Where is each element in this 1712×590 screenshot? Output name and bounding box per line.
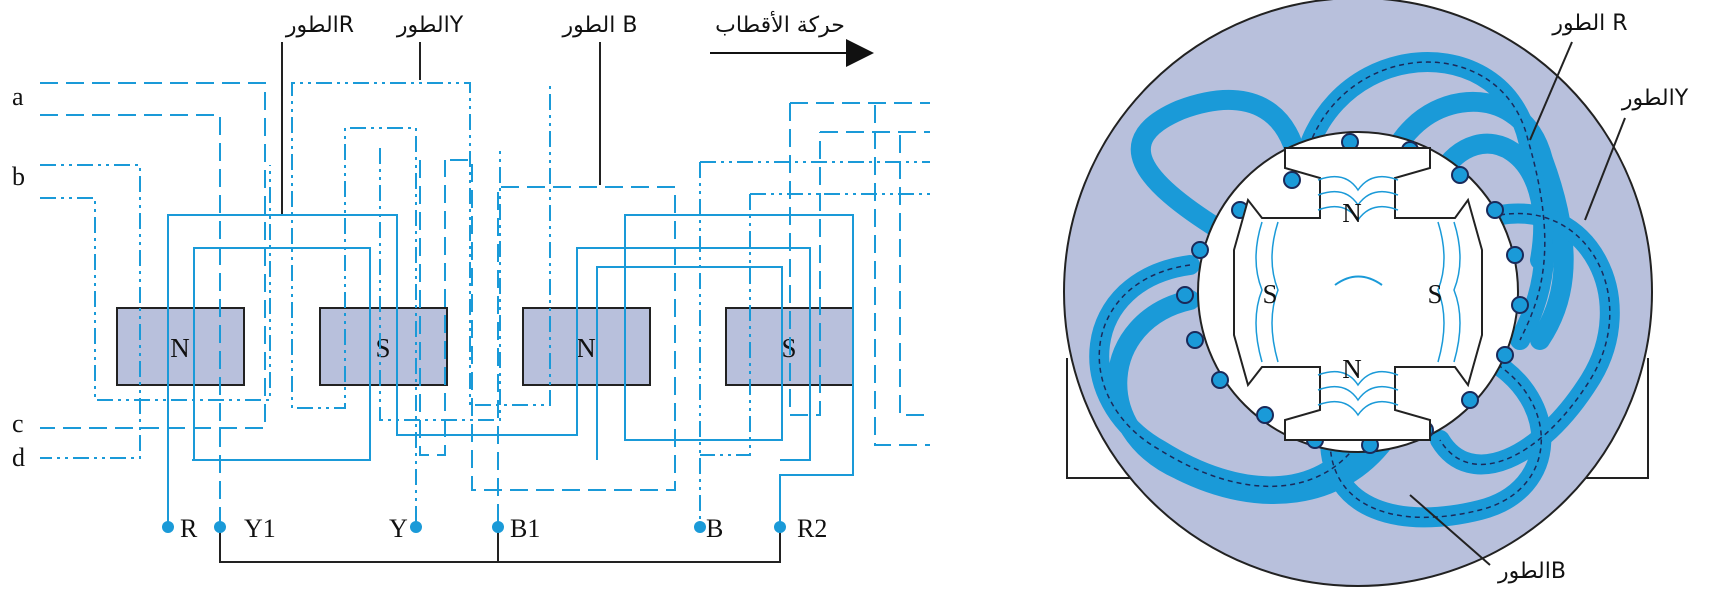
stator-phase-y-leader: [1584, 117, 1626, 221]
pole-block-1: N: [116, 307, 245, 386]
stator-phase-r-leader: [1529, 41, 1573, 141]
rotor-center-arc: [1334, 275, 1383, 286]
rotor-pole-left: S: [1262, 279, 1277, 309]
stator-cross-section-diagram: N S S N الطور R الطورY الطورB: [1063, 0, 1689, 587]
rotor-pole-right: S: [1427, 279, 1442, 309]
side-label-d: d: [12, 443, 25, 472]
terminal-y1-dot: [214, 521, 226, 533]
terminal-r-label: R: [180, 514, 198, 543]
rotor-pole-bottom: N: [1342, 354, 1362, 384]
pole-block-3: N: [522, 307, 651, 386]
stator-phase-y-label: الطورY: [1621, 86, 1689, 111]
terminal-b1-dot: [492, 521, 504, 533]
end-winding-hatching: [1098, 61, 1611, 519]
terminal-r2-label: R2: [797, 514, 827, 543]
rotor: N S S N: [1233, 147, 1483, 441]
rotor-pole-top: N: [1342, 198, 1362, 228]
pole-block-2: S: [319, 307, 448, 386]
phase-b-winding: [40, 82, 930, 522]
side-label-c: c: [12, 409, 24, 438]
stator-phase-b-label: الطورB: [1497, 559, 1566, 584]
terminal-b1-label: B1: [510, 514, 540, 543]
terminal-y-dot: [410, 521, 422, 533]
stator-phase-r-label: الطور R: [1551, 11, 1627, 36]
terminal-b-label: B: [706, 514, 723, 543]
terminal-b-dot: [694, 521, 706, 533]
phase-r-winding: [167, 214, 854, 522]
stator-phase-b-leader: [1409, 494, 1491, 566]
developed-winding-diagram: الطورR الطورY الطور B حركة الأقطاب a b c…: [12, 11, 930, 563]
terminal-r-dot: [162, 521, 174, 533]
pole-2-label: S: [375, 333, 390, 363]
phase-y-label: الطورY: [396, 13, 464, 38]
side-label-a: a: [12, 82, 24, 111]
pole-1-label: N: [170, 333, 190, 363]
side-label-b: b: [12, 162, 25, 191]
star-connection-line: [219, 530, 781, 563]
pole-motion-label: حركة الأقطاب: [715, 11, 845, 38]
phase-r-label: الطورR: [285, 13, 354, 38]
terminal-r2-dot: [774, 521, 786, 533]
terminal-y1-label: Y1: [244, 514, 276, 543]
terminal-y-label: Y: [389, 514, 408, 543]
phase-b-label: الطور B: [562, 13, 638, 38]
phase-y-winding: [40, 82, 930, 522]
pole-3-label: N: [576, 333, 596, 363]
